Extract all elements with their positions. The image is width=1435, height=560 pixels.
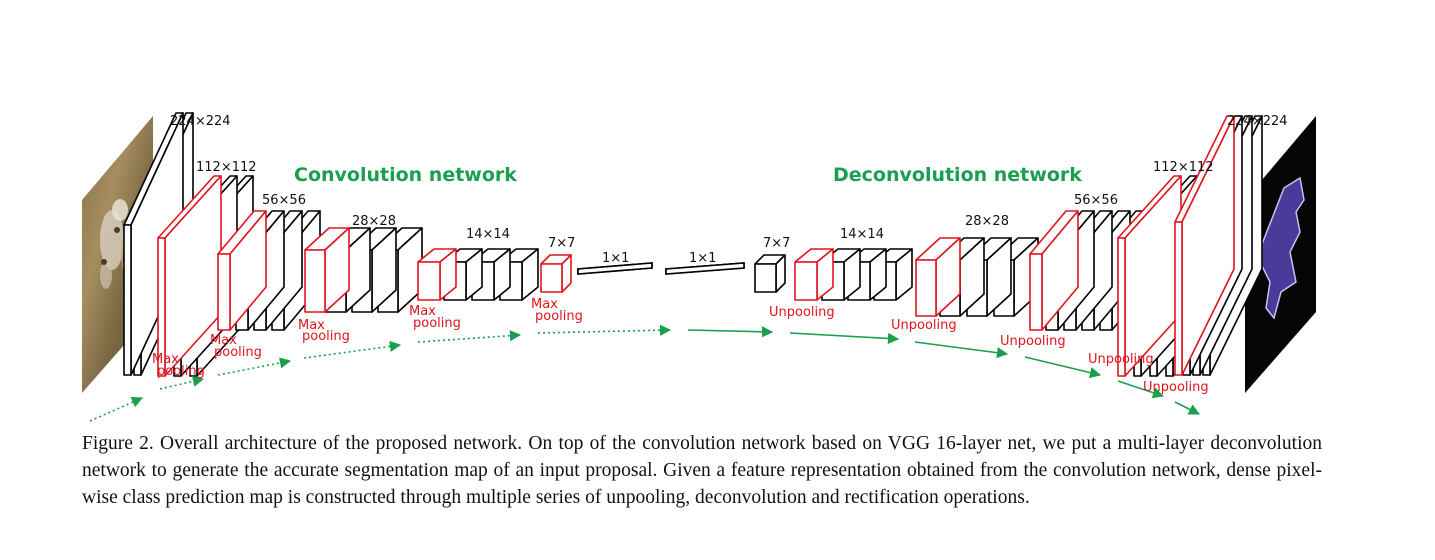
max-pooling-label-2-word1: Max (210, 333, 237, 348)
max-pooling-label-3-word2: pooling (302, 329, 350, 344)
size-label-deconv6: 7×7 (763, 236, 790, 251)
flow-arrow-11 (1117, 380, 1165, 399)
conv-group3-sheet1 (217, 210, 267, 331)
flow-arrow-4 (303, 340, 402, 359)
unpooling-label-2: Unpooling (891, 318, 957, 333)
figure-caption: Figure 2. Overall architecture of the pr… (82, 433, 1322, 508)
size-label-fc6: 1×1 (602, 251, 629, 266)
unpooling-label-3: Unpooling (1000, 334, 1066, 349)
convolution-network-title: Convolution network (294, 164, 517, 186)
max-pooling-label-3-word1: Max (298, 318, 325, 333)
conv-group1-sheet1 (123, 112, 184, 376)
flow-arrows (89, 324, 1201, 422)
max-pooling-label-1-word1: Max (152, 352, 179, 367)
conv-group2-sheet1 (157, 175, 222, 377)
size-label-conv6: 7×7 (548, 236, 575, 251)
unpooling-label-5: Unpooling (1143, 380, 1209, 395)
deconv-group6-sheet1 (1174, 115, 1235, 376)
flow-arrow-9 (914, 341, 1009, 359)
max-pooling-label-5-word2: pooling (535, 309, 583, 324)
flow-arrow-2 (159, 375, 205, 390)
max-pooling-label-1-word2: pooling (157, 364, 205, 379)
size-label-deconv5: 14×14 (840, 227, 884, 242)
flow-arrow-10 (1024, 356, 1102, 379)
flow-arrow-3 (217, 357, 292, 376)
flow-arrow-6 (537, 324, 672, 336)
size-label-conv3: 56×56 (262, 193, 306, 208)
unpooling-label-4: Unpooling (1088, 352, 1154, 367)
size-label-fc7: 1×1 (689, 251, 716, 266)
fc-bar-face-1 (577, 262, 653, 275)
flow-arrow-7 (687, 326, 774, 338)
deconv-group3-sheet1 (915, 237, 961, 317)
fc-bar-face-2 (665, 262, 745, 275)
max-pooling-label-2-word2: pooling (214, 345, 262, 360)
fc-layer-blocks (577, 262, 745, 275)
deconv-group2-sheet1 (794, 248, 834, 301)
max-pooling-label-5-word1: Max (531, 297, 558, 312)
conv-group4-sheet1 (304, 227, 350, 313)
flow-arrow-12 (1174, 401, 1201, 415)
deconv-group4-sheet1 (1029, 210, 1079, 331)
max-pooling-label-4-word1: Max (409, 304, 436, 319)
size-label-conv1: 224×224 (170, 114, 231, 129)
flow-arrow-1 (89, 396, 144, 422)
layer-blocks (123, 112, 1263, 377)
size-label-deconv3: 56×56 (1074, 193, 1118, 208)
deconvolution-network-title: Deconvolution network (833, 164, 1082, 186)
size-label-deconv1: 224×224 (1227, 114, 1288, 129)
deconv-group1-sheet1 (754, 254, 786, 293)
flow-arrow-5 (417, 330, 522, 343)
flow-arrow-8 (789, 332, 900, 345)
size-label-conv2: 112×112 (196, 160, 257, 175)
architecture-figure: Convolution network Deconvolution networ… (82, 112, 1316, 422)
conv-group6-sheet1 (540, 254, 572, 293)
size-label-conv5: 14×14 (466, 227, 510, 242)
max-pooling-label-4-word2: pooling (413, 316, 461, 331)
unpooling-label-1: Unpooling (769, 305, 835, 320)
conv-group5-sheet1 (417, 248, 457, 301)
size-label-deconv4: 28×28 (965, 214, 1009, 229)
size-label-conv4: 28×28 (352, 214, 396, 229)
size-label-deconv2: 112×112 (1153, 160, 1214, 175)
